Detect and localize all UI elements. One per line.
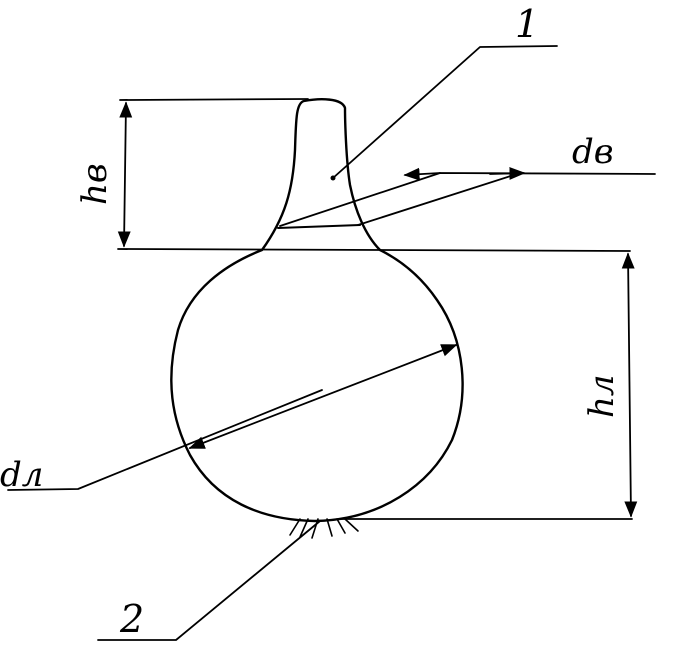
callout-1-label: 1 xyxy=(515,2,539,46)
hl-dimension-arrow xyxy=(621,252,638,518)
roots-icon xyxy=(289,518,359,539)
callout-1-leader xyxy=(332,45,558,179)
hl-label: hл xyxy=(582,374,622,418)
dl-diameter-arrow xyxy=(188,344,458,449)
hb-label: hв xyxy=(75,163,115,205)
callout-2-leader xyxy=(97,520,321,641)
db-lower-line xyxy=(357,172,521,226)
db-label: dв xyxy=(572,132,614,172)
db-upper-line xyxy=(279,172,656,227)
db-arrow-left xyxy=(403,167,441,181)
hb-extension-bottom xyxy=(117,248,631,252)
hb-dimension-arrow xyxy=(117,101,133,248)
hb-extension-top xyxy=(119,98,309,101)
dl-leader xyxy=(7,389,323,491)
dl-label: dл xyxy=(0,455,43,495)
db-arrow-right xyxy=(489,166,526,180)
neck-base-line xyxy=(277,224,361,229)
callout-2-label: 2 xyxy=(119,597,144,641)
bulb-outline xyxy=(170,98,464,523)
